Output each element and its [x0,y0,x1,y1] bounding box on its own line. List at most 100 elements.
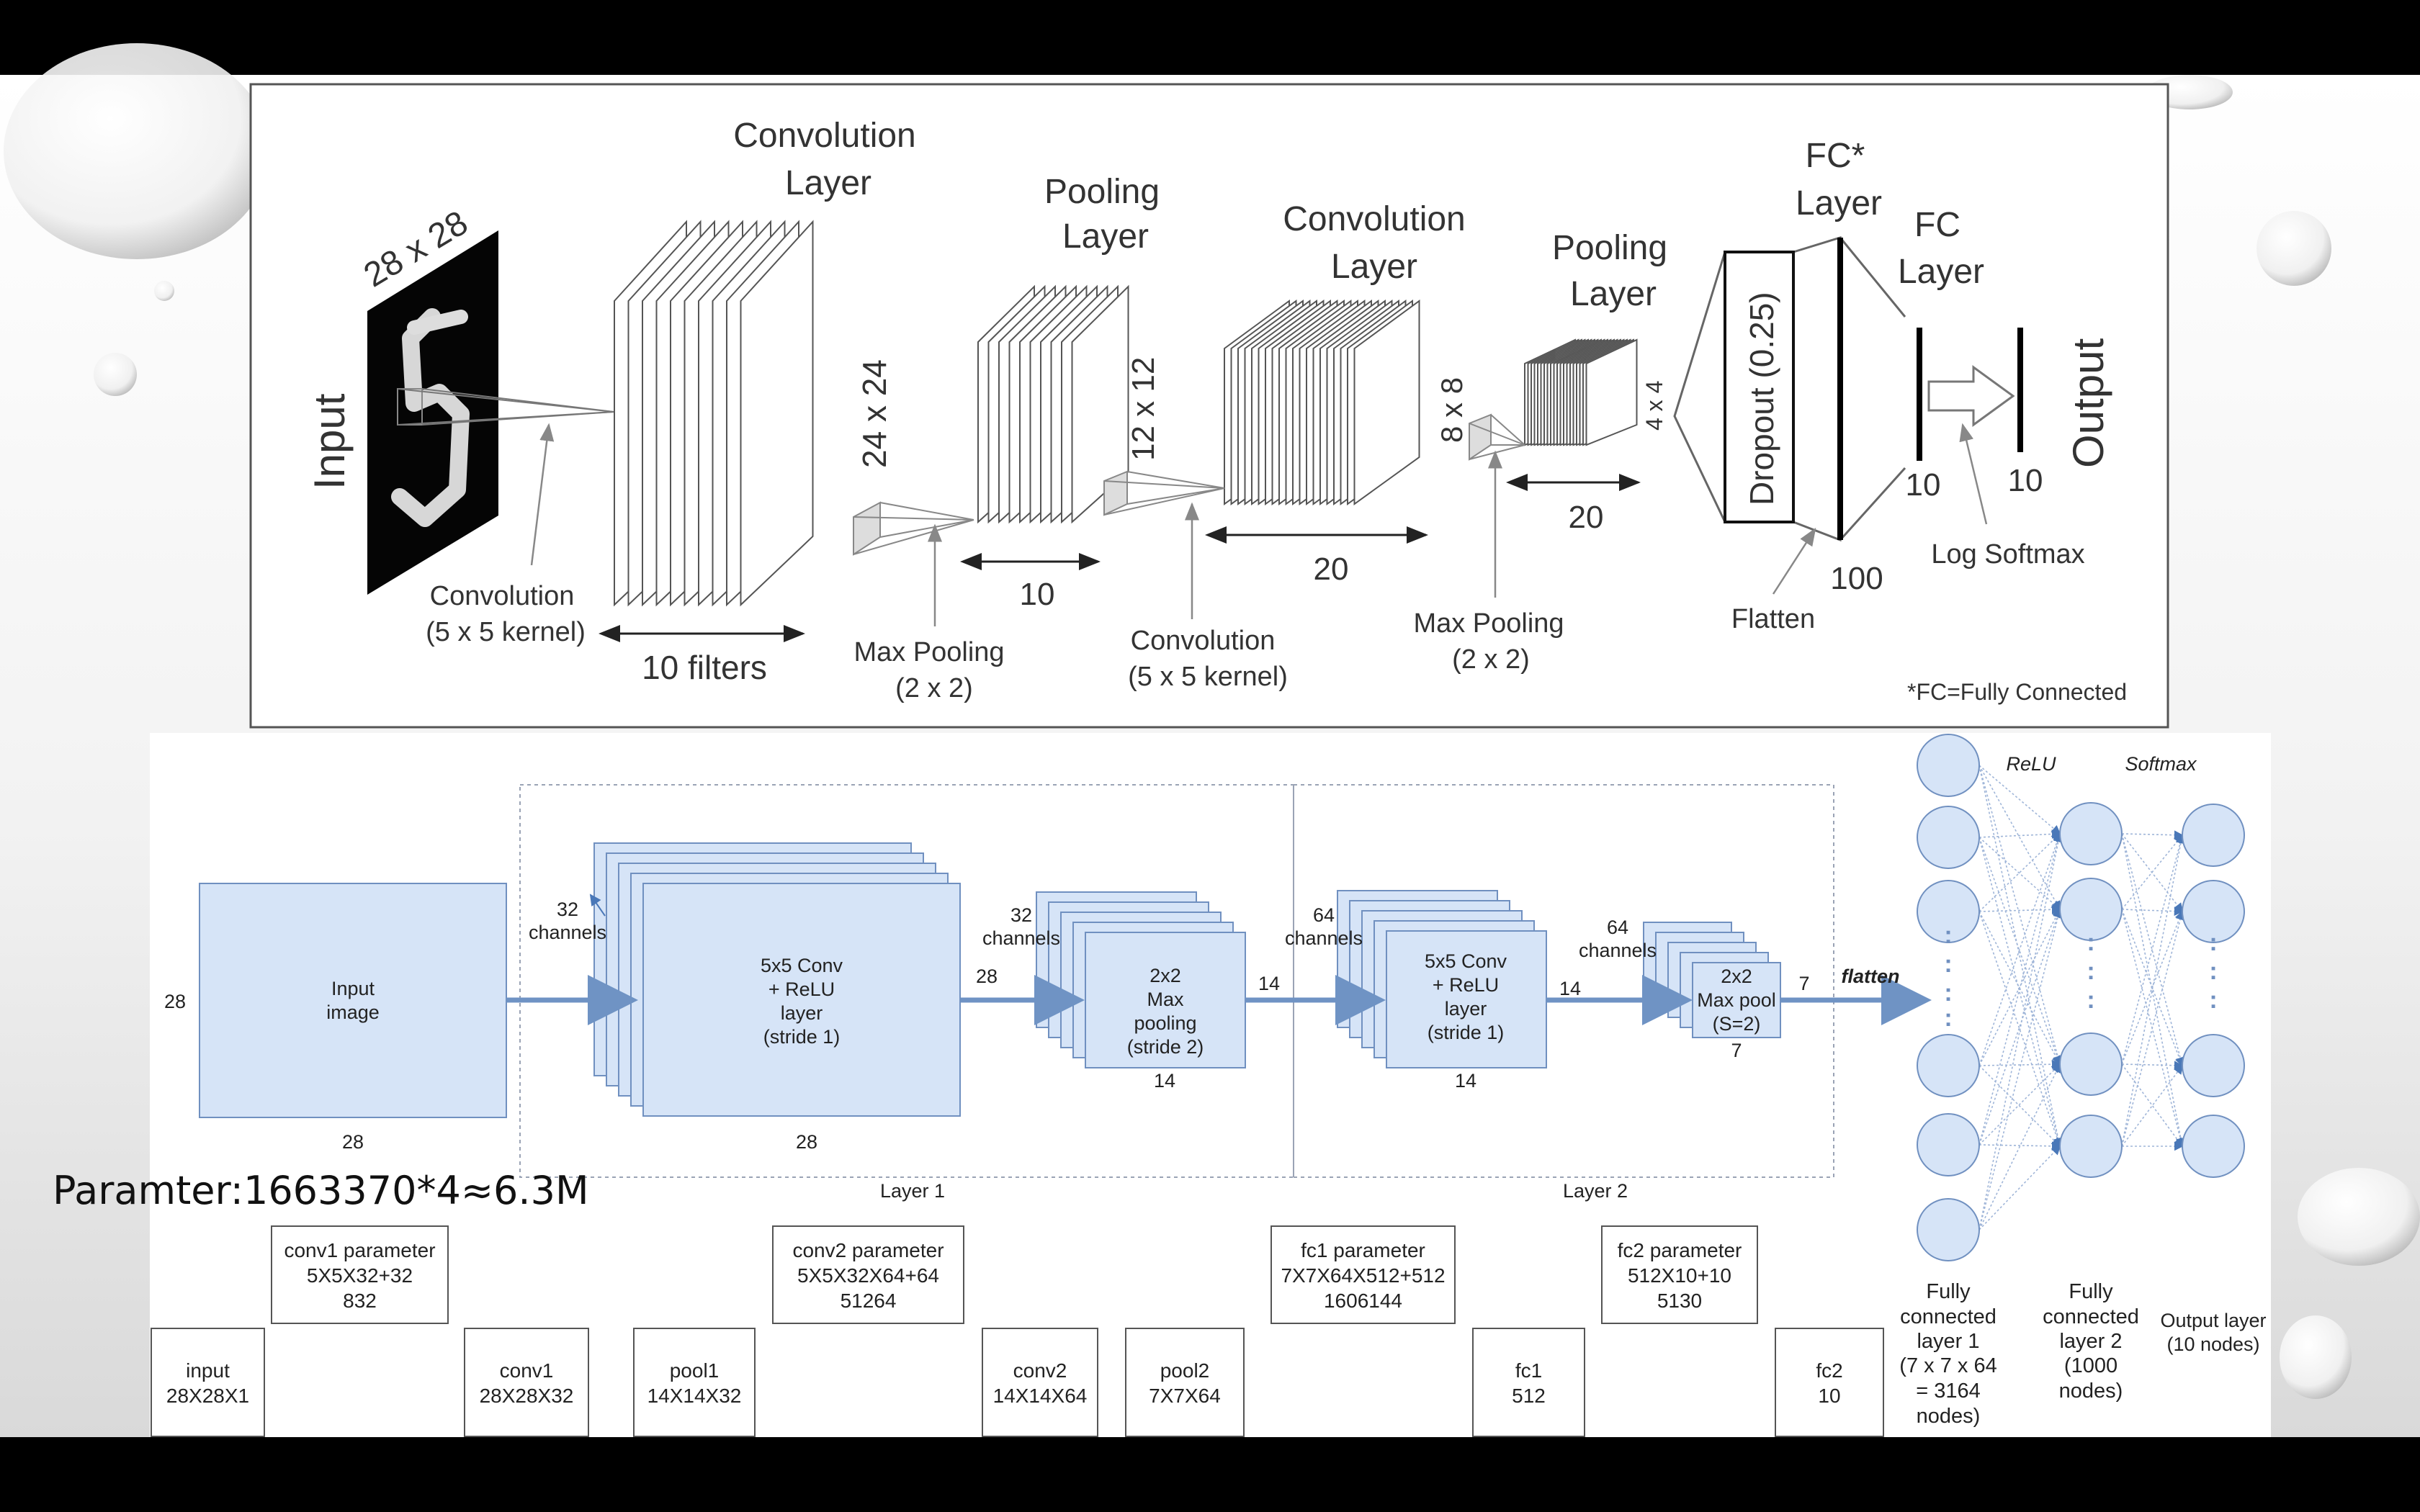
fc2-caption-line4: (1000 [2064,1354,2118,1377]
black-bar-top [0,0,2420,75]
dropout-label: Dropout (0.25) [1743,292,1780,505]
conv1-kernel-line1: Convolution [430,581,575,611]
softmax-label: Softmax [2125,753,2197,775]
pool1-block-line4: (stride 2) [1127,1036,1204,1058]
flatten-pointer [1772,527,1816,595]
parameter-box-text: fc1 parameter [1301,1239,1425,1261]
pool1-op-line2: (2 x 2) [895,673,973,703]
ellipsis-dot: : [2209,929,2217,956]
shape-box-text: 512 [1512,1385,1546,1407]
parameter-box-text: 5X5X32X64+64 [797,1264,939,1287]
shape-boxes: input28X28X1conv128X28X32pool114X14X32co… [151,1328,1884,1437]
pool2-channels-line2: channels [1579,940,1657,961]
dropout-block [1673,235,2023,542]
conv2-channels-line2: channels [1285,927,1363,949]
conv1-filters-label: 10 filters [642,649,767,686]
conv2-out-dim: 14 [1559,978,1581,999]
fc2-caption-line2: connected [2043,1305,2139,1328]
ellipsis-dot: : [2087,929,2094,956]
log-softmax-label: Log Softmax [1931,539,2084,570]
conv2-block-line3: layer [1445,998,1487,1020]
conv1-out-dim: 28 [976,966,998,987]
conv1-channels-line1: 32 [557,899,578,920]
input-digit-image [367,230,614,595]
conv2-size-label: 8 x 8 [1435,377,1469,443]
fc1-node [1917,1198,1980,1261]
conv1-block-line2: + ReLU [768,978,835,1000]
conv2-block-line2: + ReLU [1433,974,1499,996]
output-node [2182,1034,2245,1097]
param-heading: Paramter:1663370*4≈6.3M [53,1168,589,1213]
pool1-block [1085,932,1246,1068]
input-label: Input [305,393,354,490]
conv1-block-line4: (stride 1) [763,1026,841,1048]
pool2-block [1692,962,1781,1038]
conv2-kernel-line1: Convolution [1131,626,1276,656]
parameter-box-text: 5X5X32+32 [307,1264,413,1287]
conv1-feature-maps [614,220,814,607]
shape-box-text: conv2 [1013,1359,1067,1382]
fc2-caption-line3: layer 2 [2059,1330,2122,1353]
conv1-channels-line2: channels [529,922,606,943]
input-dim-h: 28 [164,991,186,1012]
output-label: Output [2064,338,2112,468]
shape-box-text: 28X28X1 [166,1385,249,1407]
input-block-line1: Input [331,978,375,999]
shape-box: pool2 7X7X64 [1125,1328,1245,1437]
out-caption-line1: Output layer [2160,1310,2266,1331]
parameter-box-text: conv1 parameter [284,1239,435,1261]
fc1-caption-line5: = 3164 [1916,1380,1981,1403]
fc1-caption-line1: Fully [1926,1280,1971,1303]
pool1-feature-maps [977,284,1129,524]
shape-box-text: 28X28X32 [480,1385,574,1407]
conv2-block [1386,930,1547,1068]
fc2-node [2059,1032,2123,1096]
pool2-op-line2: (2 x 2) [1452,644,1530,675]
conv2-title-line1: Convolution [1283,200,1466,238]
input-dim-w: 28 [342,1131,364,1153]
shape-box-text: 10 [1818,1385,1840,1407]
fc-connections [1978,765,2186,1230]
fc2-node [2059,1115,2123,1178]
pool1-size-label: 12 x 12 [1126,357,1161,461]
fc2-caption-line5: nodes) [2059,1380,2123,1403]
layer2-label: Layer 2 [1563,1180,1628,1202]
parameter-box-text: fc2 parameter [1618,1239,1742,1261]
input-image-block [199,883,507,1118]
conv1-title-line1: Convolution [733,117,916,155]
pool1-channels-line2: channels [982,927,1060,949]
fc1-caption-line2: connected [1900,1305,1996,1328]
fc-footnote: *FC=Fully Connected [1907,679,2127,705]
fc-title-line1: FC [1914,206,1960,244]
relu-label: ReLU [2006,753,2056,775]
ellipsis-dot: : [2087,958,2094,985]
ellipsis-dot: : [2087,986,2094,1014]
fc1-node [1917,1034,1980,1097]
flatten-label-bottom: flatten [1842,966,1900,987]
ellipsis-dot: : [1944,979,1952,1007]
output-node [2182,1115,2245,1178]
pool1-block-line2: Max [1147,989,1184,1010]
parameter-box-text: 7X7X64X512+512 [1281,1264,1445,1287]
pool2-feature-maps [1524,338,1638,446]
parameter-box-text: 512X10+10 [1628,1264,1731,1287]
pool1-channels-line1: 32 [1010,904,1032,926]
conv2-count-label: 20 [1314,552,1349,587]
pool1-block-line1: 2x2 [1150,965,1181,986]
parameter-box-text: conv2 parameter [792,1239,944,1261]
fc-count: 10 [1906,467,1941,503]
shape-box-text: pool2 [1160,1359,1210,1382]
pool2-block-line3: (S=2) [1713,1013,1761,1035]
pool1-dim: 14 [1154,1070,1175,1092]
pool1-block-line3: pooling [1134,1012,1196,1034]
conv2-block-line1: 5x5 Conv [1425,950,1507,972]
shape-box-text: 14X14X32 [647,1385,742,1407]
shape-box-text: 7X7X64 [1149,1385,1221,1407]
conv1-block-line3: layer [781,1002,823,1024]
conv2-block-line4: (stride 1) [1428,1022,1505,1043]
